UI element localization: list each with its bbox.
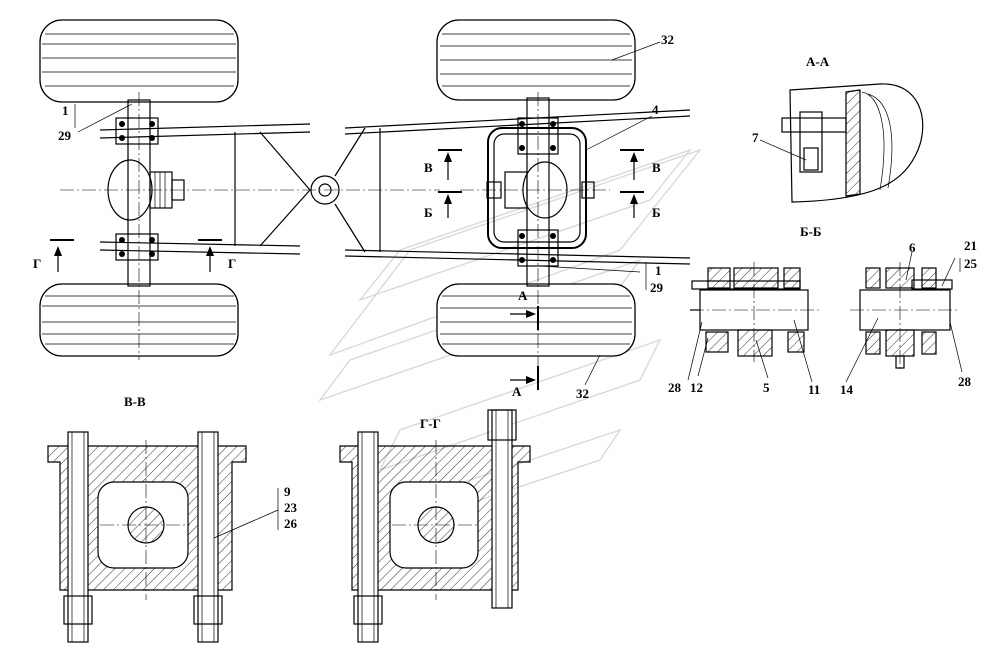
section-gg-view [339,409,531,643]
marker-a-bottom: А [512,384,522,399]
section-vv-view [47,431,279,643]
middle-top-tire [436,19,636,101]
label-28-right: 28 [958,374,972,389]
section-title-bb: Б-Б [800,224,822,239]
marker-a-top: А [518,288,528,303]
section-bb-left [687,262,820,383]
marker-b-left: Б [424,205,433,220]
label-6: 6 [909,240,916,255]
section-title-aa: А-А [806,54,830,69]
label-1-left: 1 [62,103,69,118]
label-4: 4 [652,102,659,117]
label-9: 9 [284,484,291,499]
label-29-middle: 29 [650,280,664,295]
label-12: 12 [690,380,703,395]
section-g-markers [50,239,222,272]
label-29-left: 29 [58,128,72,143]
label-32-top: 32 [661,32,674,47]
middle-axle-view [334,19,691,390]
left-axle-view [39,19,440,360]
section-title-vv: В-В [124,394,146,409]
label-21: 21 [964,238,977,253]
marker-v-right: В [652,160,661,175]
label-14: 14 [840,382,854,397]
section-title-gg: Г-Г [420,416,441,431]
marker-g-right: Г [228,256,236,271]
label-25: 25 [964,256,978,271]
marker-g-left: Г [33,256,41,271]
label-11: 11 [808,382,820,397]
label-32-bottom: 32 [576,386,589,401]
label-28-left: 28 [668,380,682,395]
label-23: 23 [284,500,298,515]
section-bb-right [845,251,963,383]
label-26: 26 [284,516,298,531]
left-top-tire [39,19,239,103]
label-1-middle: 1 [655,263,662,278]
marker-b-right: Б [652,205,661,220]
middle-bottom-tire [436,283,636,357]
label-7: 7 [752,130,759,145]
section-aa-view [759,83,924,203]
marker-v-left: В [424,160,433,175]
label-5: 5 [763,380,770,395]
